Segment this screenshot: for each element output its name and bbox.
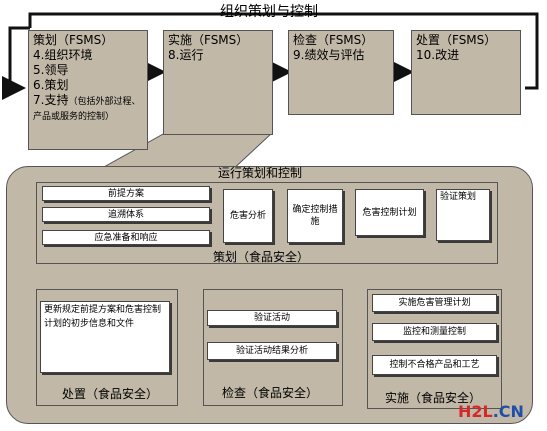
check-item-2: 验证活动结果分析 xyxy=(207,342,337,360)
check-label: 检查（食品安全） xyxy=(222,386,319,400)
verification-plan-box: 验证策划 xyxy=(436,189,490,241)
implement-item-2: 监控和测量控制 xyxy=(372,323,497,341)
stage-do-line-2: 8.运行 xyxy=(168,48,204,62)
act-label: 处置（食品安全） xyxy=(62,387,159,401)
check-item-1: 验证活动 xyxy=(207,310,337,326)
stage-do-line-1: 实施（FSMS） xyxy=(168,33,249,47)
stage-plan-line-5: 7.支持 xyxy=(33,93,69,107)
stage-plan-box: 策划（FSMS） 4.组织环境 5.领导 6.策划 7.支持（包括外部过程、产品… xyxy=(28,30,148,150)
stage-act-line-2: 10.改进 xyxy=(416,48,460,62)
watermark-logo: H2L.CN xyxy=(458,402,524,421)
stage-plan-line-1: 策划（FSMS） xyxy=(33,33,114,47)
implement-label: 实施（食品安全） xyxy=(385,391,482,405)
stage-plan-note: （包括外部过程、产品或服务的控制） xyxy=(33,97,141,122)
stage-act-box: 处置（FSMS） 10.改进 xyxy=(411,30,521,115)
stage-act-line-1: 处置（FSMS） xyxy=(416,33,497,47)
stage-check-box: 检查（FSMS） 9.绩效与评估 xyxy=(288,30,394,115)
implement-item-3: 控制不合格产品和工艺 xyxy=(372,355,497,375)
stage-plan-line-4: 6.策划 xyxy=(33,78,69,92)
watermark-part-2: .CN xyxy=(492,402,524,421)
stage-plan-line-2: 4.组织环境 xyxy=(33,48,93,62)
stage-check-line-2: 9.绩效与评估 xyxy=(293,48,365,62)
control-measures-box: 确定控制措施 xyxy=(287,189,343,243)
plan-label: 策划（食品安全） xyxy=(213,250,310,264)
implement-item-1: 实施危害管理计划 xyxy=(372,294,497,312)
prereq-box-3: 应急准备和响应 xyxy=(42,230,210,245)
watermark-part-1: H2L xyxy=(458,402,493,421)
stage-plan-line-3: 5.领导 xyxy=(33,63,69,77)
loop-arrow xyxy=(28,12,539,90)
act-text-box: 更新规定前提方案和危害控制计划的初步信息和文件 xyxy=(40,301,170,373)
operation-title: 运行策划和控制 xyxy=(218,166,303,180)
prereq-box-2: 追溯体系 xyxy=(42,207,210,222)
top-title: 组织策划与控制 xyxy=(220,4,318,20)
prereq-box-1: 前提方案 xyxy=(42,186,210,201)
hazard-control-plan-box: 危害控制计划 xyxy=(355,189,424,236)
loop-arrow-left xyxy=(2,26,30,100)
stage-check-line-1: 检查（FSMS） xyxy=(293,33,374,47)
hazard-analysis-box: 危害分析 xyxy=(223,189,273,243)
stage-do-box: 实施（FSMS） 8.运行 xyxy=(163,30,273,135)
